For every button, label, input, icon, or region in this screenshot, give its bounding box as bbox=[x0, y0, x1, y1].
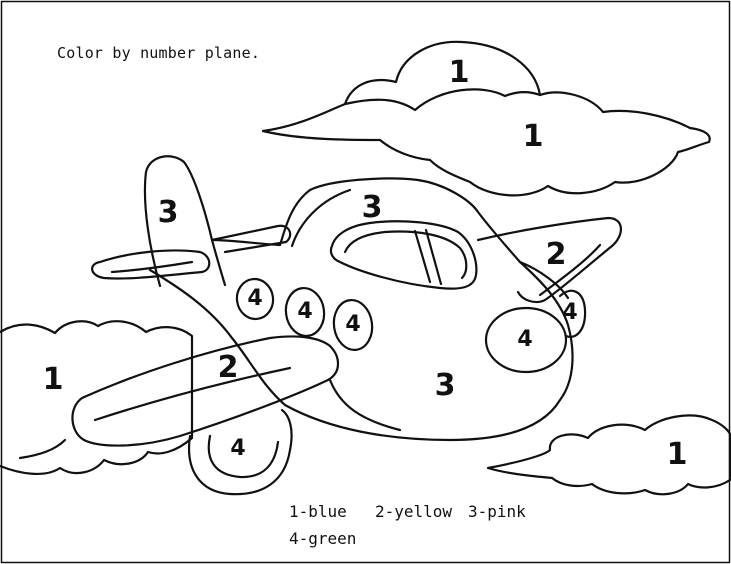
canopy bbox=[329, 220, 478, 290]
wing-front-number: 2 bbox=[217, 350, 239, 385]
legend-item-blue: 1-blue bbox=[289, 502, 347, 521]
cloud-top-inner bbox=[343, 88, 542, 112]
cockpit-top-number: 3 bbox=[361, 190, 383, 225]
engine-pod bbox=[187, 408, 293, 496]
cloud-top-upper-number: 1 bbox=[448, 55, 470, 90]
cloud-bottom bbox=[486, 414, 731, 496]
propeller bbox=[558, 289, 587, 338]
nose-patch-number: 4 bbox=[517, 327, 533, 352]
body-seam bbox=[328, 378, 402, 432]
legend-item-yellow: 2-yellow bbox=[375, 502, 453, 521]
wing-right-line bbox=[538, 243, 602, 297]
fuselage-body-number: 3 bbox=[434, 368, 456, 403]
canopy-strut-1 bbox=[413, 229, 432, 284]
window-2-number: 4 bbox=[297, 299, 313, 324]
cockpit-line bbox=[290, 188, 352, 248]
tail-fin-number: 3 bbox=[157, 195, 179, 230]
tail-fin bbox=[143, 155, 227, 288]
window-2-shape bbox=[284, 286, 326, 338]
tail-stabilizer-line bbox=[110, 260, 194, 274]
wing-right-number: 2 bbox=[545, 237, 567, 272]
engine-pod-number: 4 bbox=[230, 436, 246, 461]
wing-front bbox=[71, 335, 340, 447]
legend-item-green: 4-green bbox=[289, 529, 357, 548]
wing-right-fold bbox=[518, 260, 570, 300]
tail-stabilizer-back bbox=[210, 224, 292, 254]
canopy-strut-2 bbox=[424, 228, 443, 286]
window-3-shape bbox=[332, 299, 374, 351]
cloud-bottom-right-number: 1 bbox=[666, 437, 688, 472]
legend-item-pink: 3-pink bbox=[468, 502, 526, 521]
cloud-left-inner bbox=[18, 438, 67, 460]
engine-pod-inner bbox=[207, 434, 280, 479]
window-3-number: 4 bbox=[345, 312, 361, 337]
propeller-hub-number: 4 bbox=[562, 300, 578, 325]
fuselage bbox=[148, 177, 574, 442]
cloud-top-lower-number: 1 bbox=[522, 119, 544, 154]
cloud-top bbox=[261, 40, 711, 197]
wing-front-line bbox=[93, 366, 292, 422]
wing-right bbox=[476, 216, 622, 304]
window-1-number: 4 bbox=[247, 286, 263, 311]
cloud-left bbox=[0, 320, 194, 476]
nose-patch-shape bbox=[484, 306, 568, 374]
cloud-left-number: 1 bbox=[42, 362, 64, 397]
tail-stabilizer-front bbox=[91, 249, 211, 280]
window-1-shape bbox=[235, 277, 275, 321]
page-title: Color by number plane. bbox=[57, 44, 261, 62]
